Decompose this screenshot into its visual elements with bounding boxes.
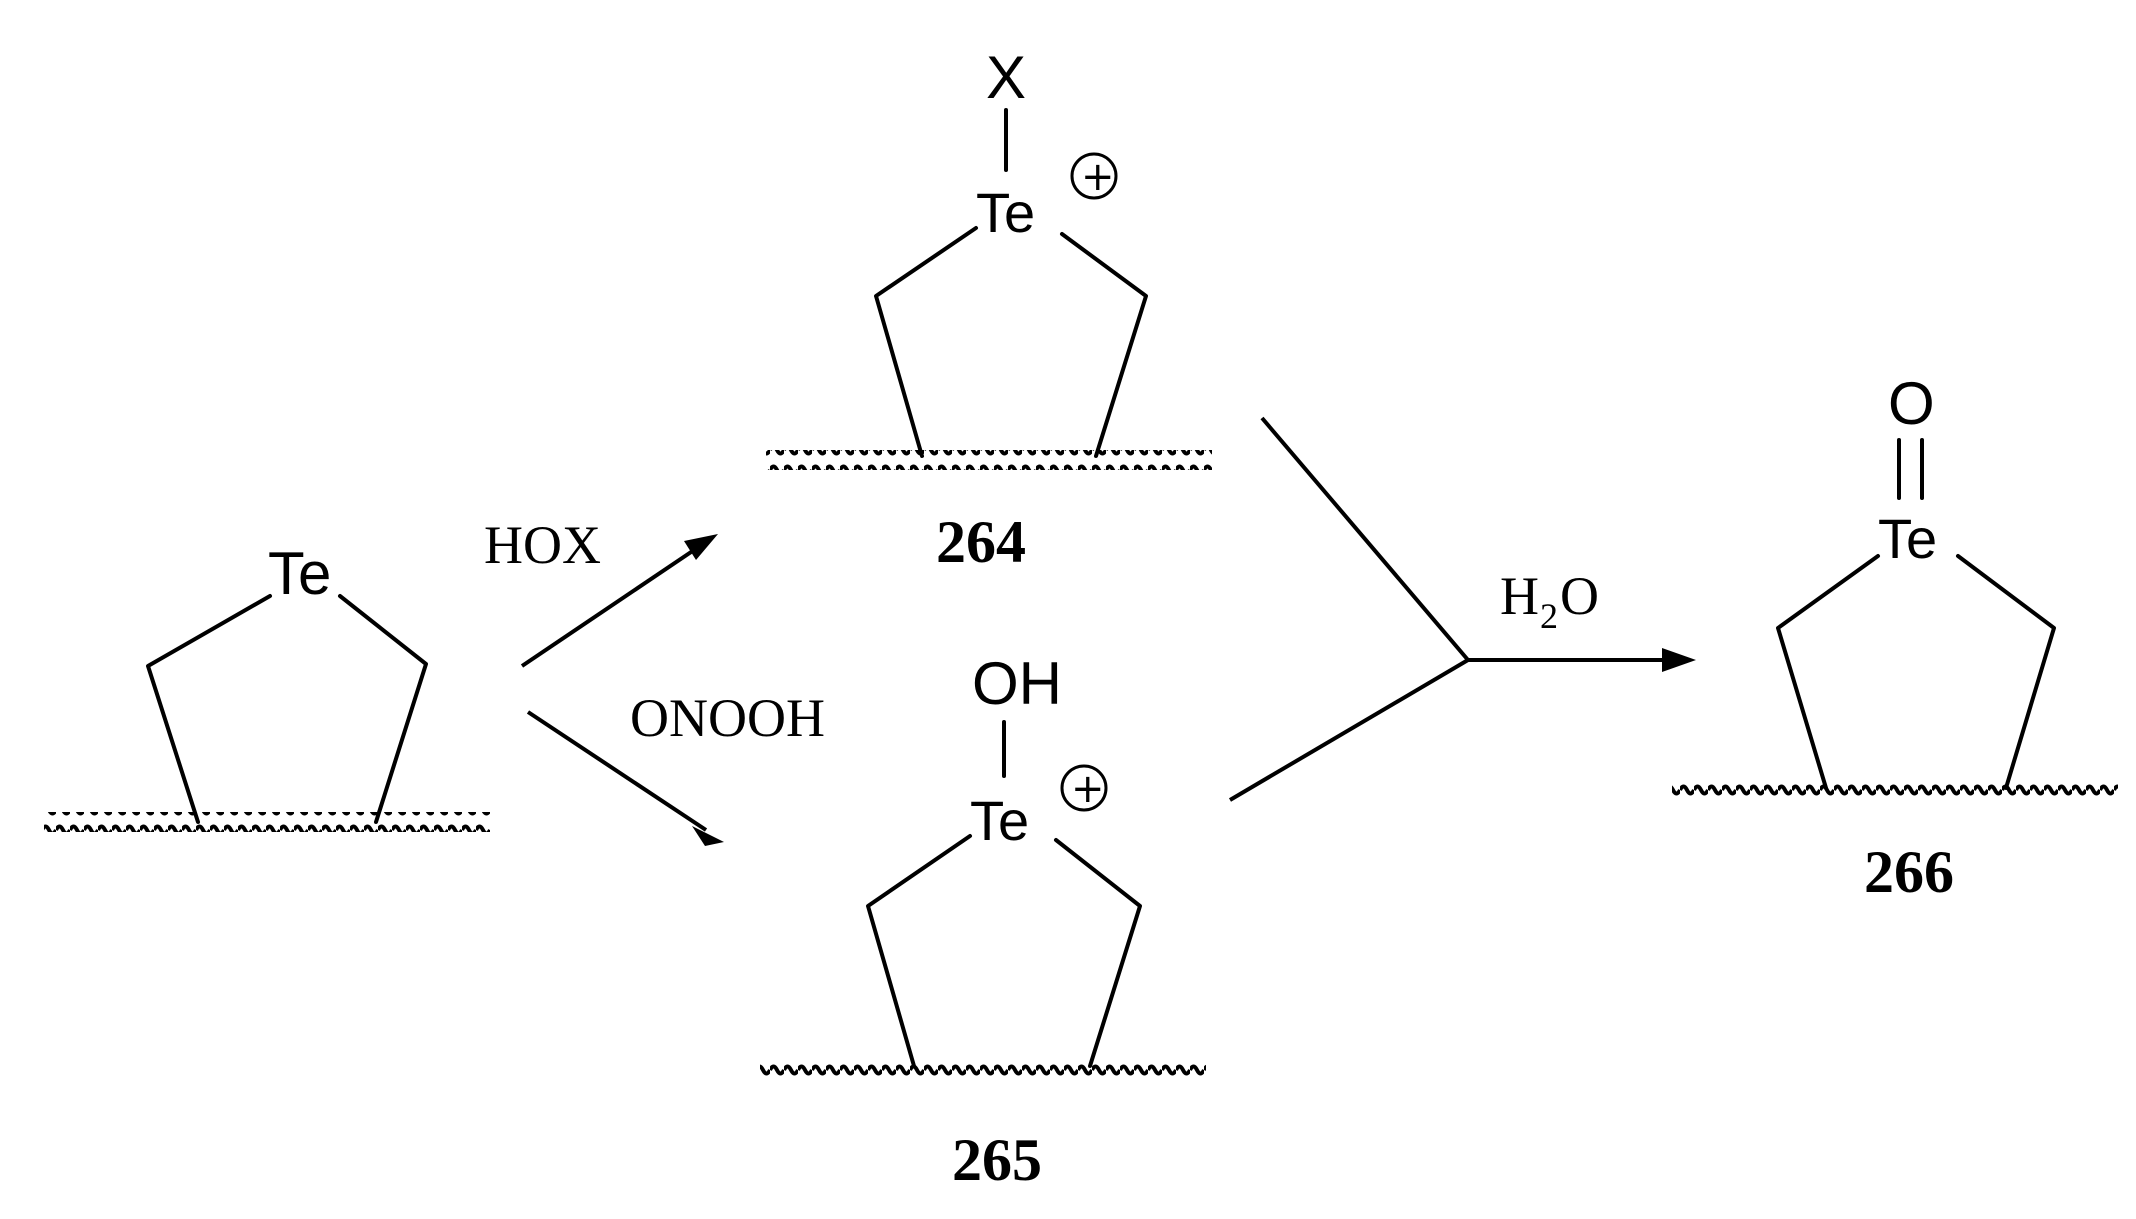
arrow-to-264: [520, 534, 718, 668]
starting-material: Te: [44, 540, 490, 832]
wavy-bond-264: [766, 450, 1212, 470]
svg-text:+: +: [1071, 766, 1105, 812]
ring-bonds-264-left: [874, 226, 978, 458]
wavy-bond-265: [760, 1060, 1206, 1080]
oxygen-atom: O: [1888, 370, 1935, 437]
water-subscript: 2: [1540, 596, 1558, 636]
arrow-to-265: [526, 710, 724, 846]
reagent-water: H 2 O: [1500, 566, 1599, 636]
compound-number-264: 264: [936, 509, 1026, 575]
wavy-bond-start: [44, 812, 490, 832]
tellurium-atom-265: Te: [970, 789, 1029, 852]
wavy-bond-266: [1672, 782, 2118, 802]
ring-bonds-start-right: [338, 594, 428, 824]
water-o: O: [1560, 566, 1599, 626]
svg-text:+: +: [1081, 154, 1115, 200]
tellurium-atom-264: Te: [976, 181, 1035, 244]
charge-264: +: [1070, 152, 1118, 200]
halogen-atom-x: X: [986, 44, 1026, 111]
reagent-onooh: ONOOH: [630, 688, 825, 748]
compound-264: X Te + 264: [766, 44, 1212, 575]
ring-bonds-264-right: [1060, 232, 1148, 458]
compound-265: OH Te + 265: [760, 650, 1206, 1193]
water-h: H: [1500, 566, 1539, 626]
tellurium-atom-start: Te: [268, 540, 331, 607]
converging-arrow: [1228, 416, 1696, 802]
ring-bonds-266-right: [1956, 554, 2056, 790]
ring-bonds-start: [146, 594, 272, 824]
hydroxyl-group: OH: [972, 650, 1062, 717]
compound-266: O Te 266: [1672, 370, 2118, 905]
compound-number-266: 266: [1864, 839, 1954, 905]
charge-265: +: [1060, 764, 1108, 812]
compound-number-265: 265: [952, 1127, 1042, 1193]
tellurium-atom-266: Te: [1878, 507, 1937, 570]
ring-bonds-265-right: [1054, 838, 1142, 1068]
ring-bonds-266-left: [1776, 554, 1880, 790]
ring-bonds-265-left: [866, 834, 972, 1068]
reagent-hox: HOX: [484, 515, 601, 575]
